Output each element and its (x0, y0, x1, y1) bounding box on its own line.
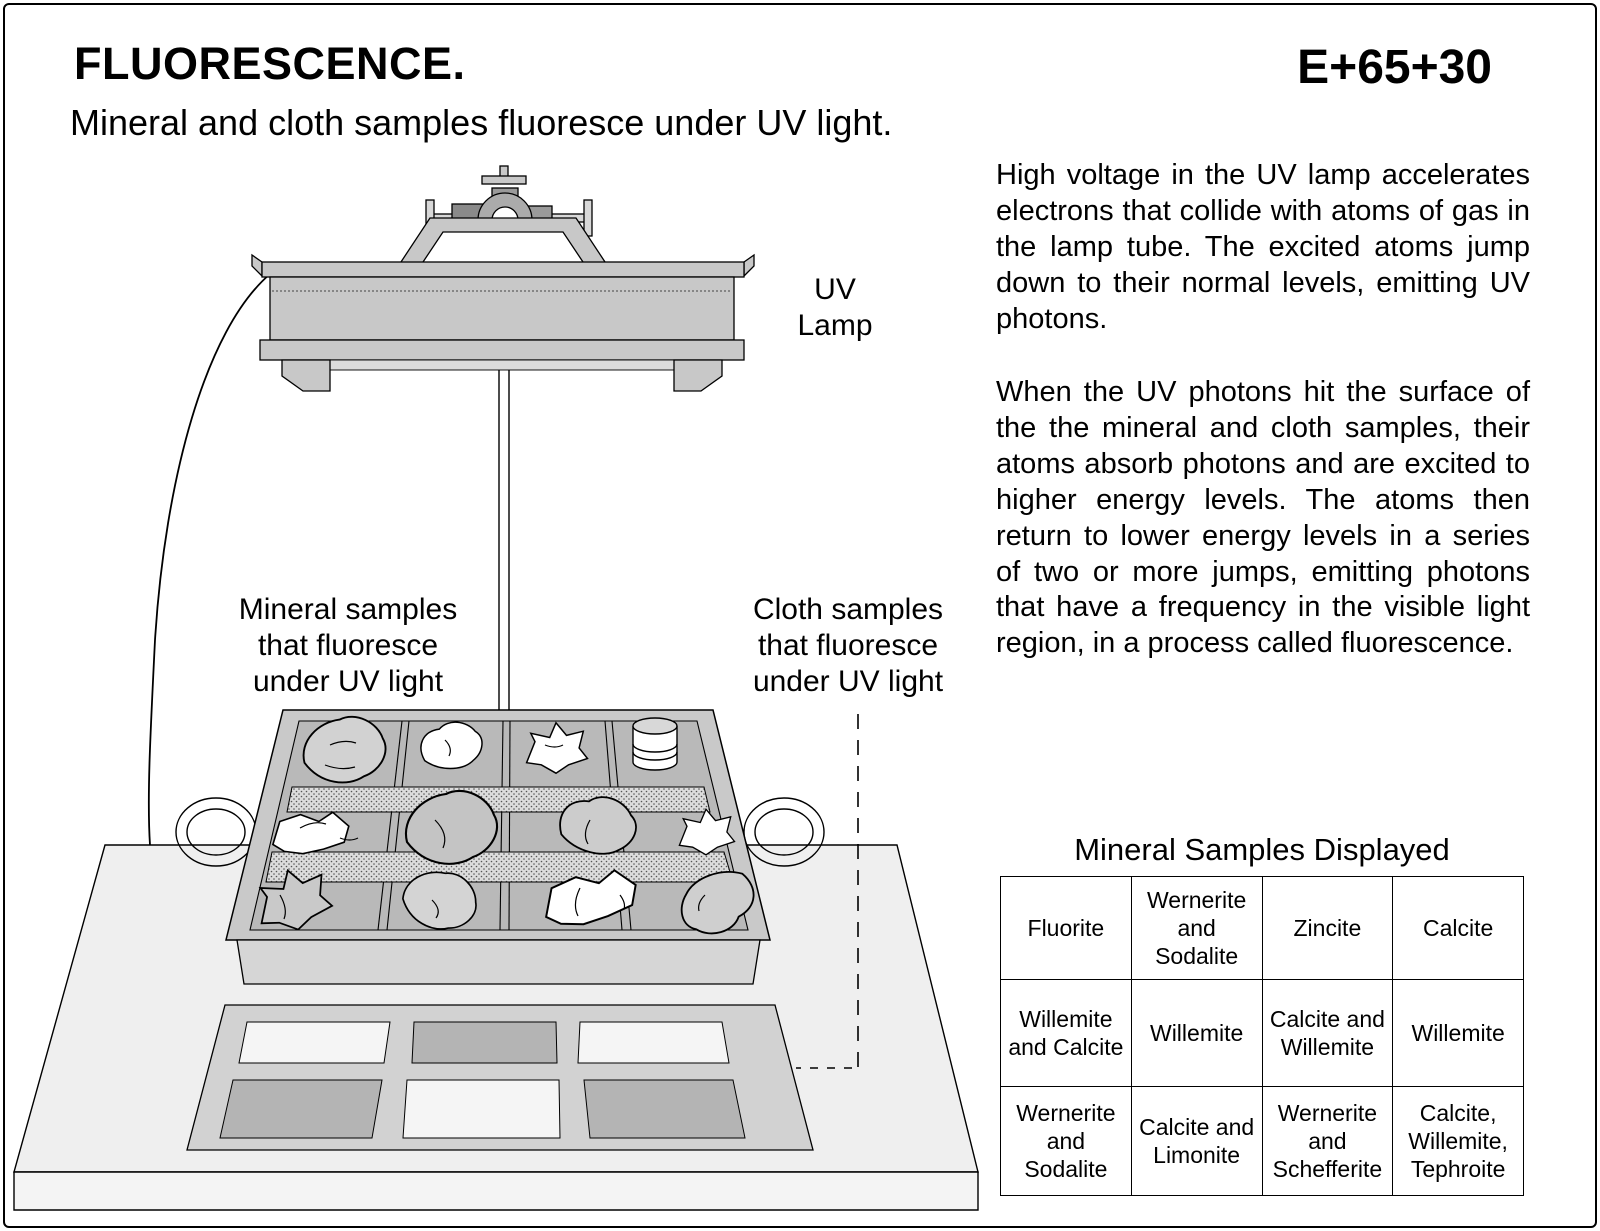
table-row: Wernerite and Sodalite Calcite and Limon… (1000, 1086, 1524, 1196)
table-cell: Fluorite (1000, 876, 1132, 980)
table-cell: Wernerite and Sodalite (1130, 876, 1263, 980)
cloth-swatch (411, 1021, 558, 1064)
cloth-swatch (583, 1079, 746, 1139)
samples-table-heading: Mineral Samples Displayed (1074, 832, 1450, 867)
page-subtitle: Mineral and cloth samples fluoresce unde… (70, 102, 893, 143)
cloth-leader-line (796, 714, 859, 1069)
table-cell: Wernerite and Schefferite (1261, 1086, 1394, 1196)
table-cell: Willemite (1130, 979, 1263, 1087)
table-cell: Calcite and Willemite (1261, 979, 1394, 1087)
table-cell: Willemite and Calcite (1000, 979, 1132, 1087)
table-cell: Calcite (1392, 876, 1524, 980)
table-cell: Calcite and Limonite (1130, 1086, 1263, 1196)
cloth-swatch (238, 1021, 391, 1064)
mineral-samples-table: Fluorite Wernerite and Sodalite Zincite … (1000, 876, 1524, 1196)
power-cable (147, 273, 271, 846)
tray-stand (236, 939, 761, 985)
table-row: Willemite and Calcite Willemite Calcite … (1000, 979, 1524, 1087)
table-cell: Calcite, Willemite, Tephroite (1392, 1086, 1524, 1196)
explanation-paragraph-1: High voltage in the UV lamp accelerates … (996, 159, 1530, 335)
table-cell: Wernerite and Sodalite (1000, 1086, 1132, 1196)
cloth-swatch (219, 1079, 383, 1139)
mineral-samples-label: Mineral samples that fluoresce under UV … (238, 593, 458, 698)
uv-lamp-label: UV Lamp (797, 273, 873, 342)
table-cell: Zincite (1261, 876, 1394, 980)
table-row: Fluorite Wernerite and Sodalite Zincite … (1000, 876, 1524, 980)
exhibit-code: E+65+30 (1297, 41, 1492, 94)
uv-lamp (251, 165, 755, 392)
cloth-swatch (577, 1021, 730, 1064)
cloth-samples-label: Cloth samples that fluoresce under UV li… (752, 593, 944, 698)
explanation-column: High voltage in the UV lamp accelerates … (996, 158, 1530, 699)
rock-samples (252, 715, 764, 944)
page-title: FLUORESCENCE. (74, 38, 466, 89)
cloth-sample-panel (186, 1004, 814, 1151)
specimen-jar (632, 717, 678, 771)
table-cell: Willemite (1392, 979, 1524, 1087)
cloth-swatch (402, 1079, 561, 1139)
explanation-paragraph-2: When the UV photons hit the surface of t… (996, 375, 1530, 660)
